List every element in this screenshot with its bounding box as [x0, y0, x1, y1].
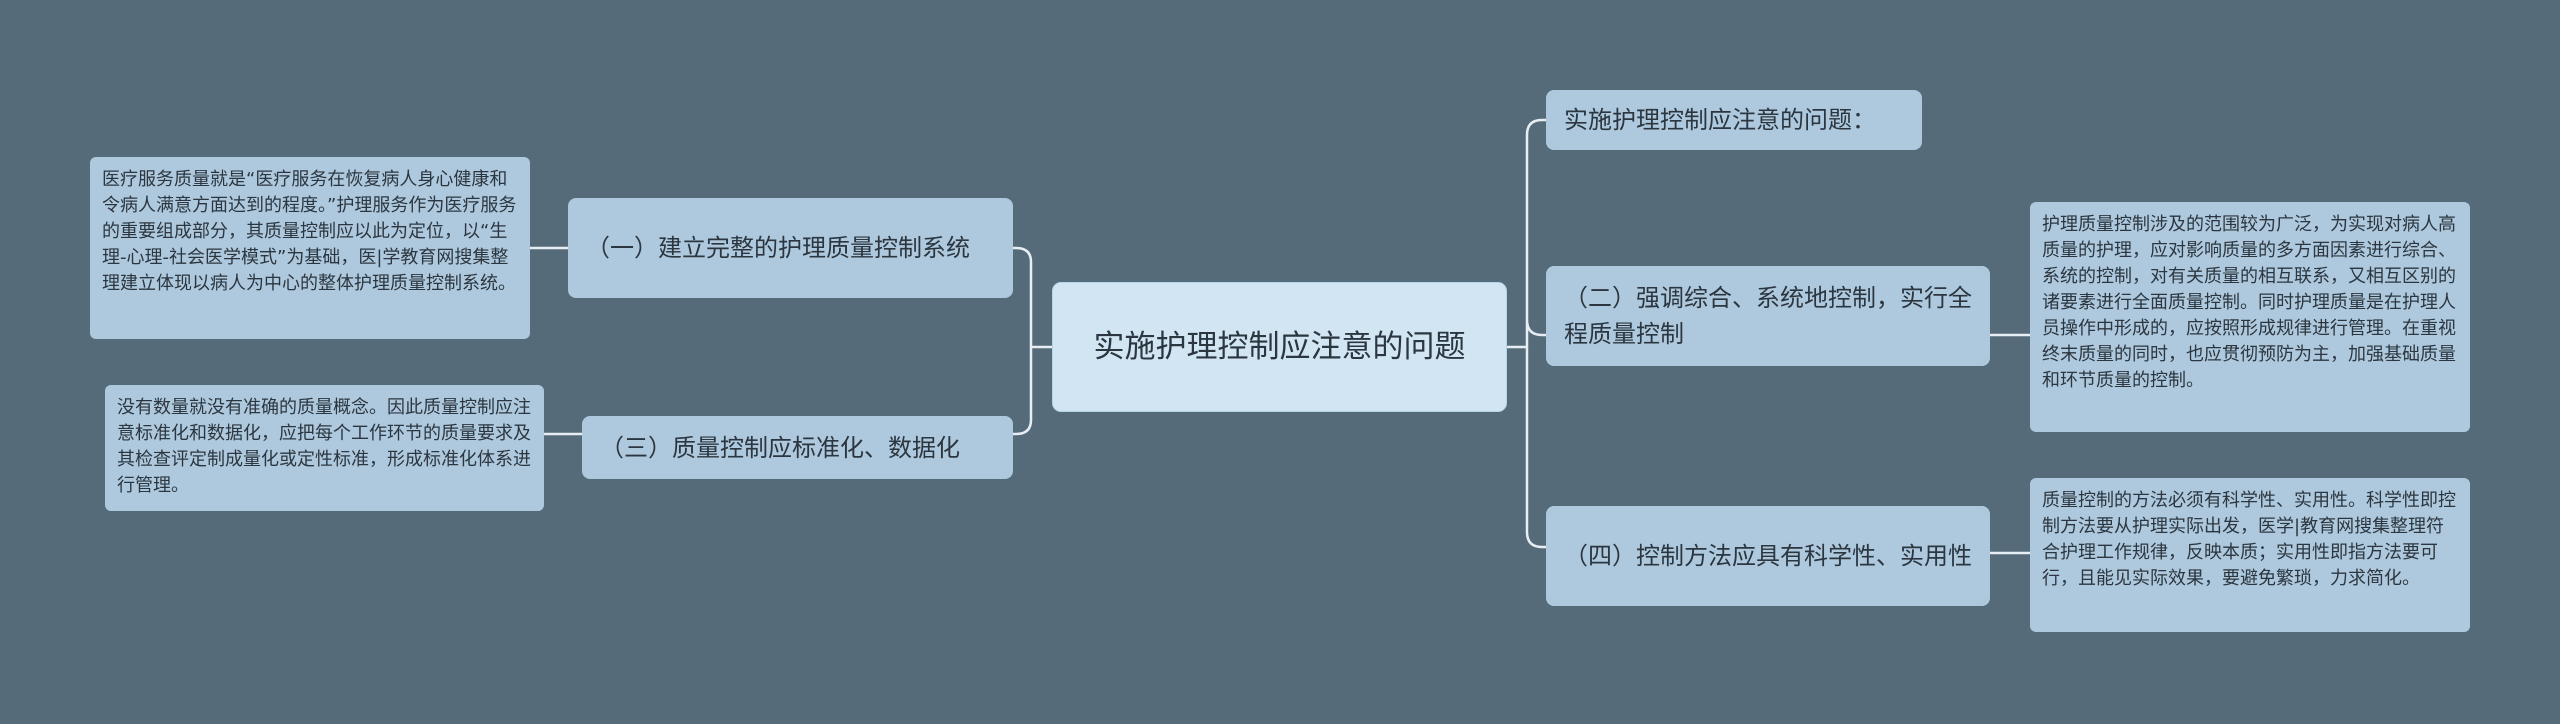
leaf-two-text: 护理质量控制涉及的范围较为广泛，为实现对病人高质量的护理，应对影响质量的多方面因… [2042, 214, 2456, 391]
branch-right-title-label: 实施护理控制应注意的问题： [1564, 106, 1876, 134]
branch-one[interactable]: （一）建立完整的护理质量控制系统 [568, 198, 1013, 298]
branch-right-title[interactable]: 实施护理控制应注意的问题： [1546, 90, 1922, 150]
branch-three[interactable]: （三）质量控制应标准化、数据化 [582, 416, 1013, 479]
leaf-one-text: 医疗服务质量就是“医疗服务在恢复病人身心健康和令病人满意方面达到的程度。”护理服… [102, 169, 517, 294]
branch-two-label: （二）强调综合、系统地控制，实行全程质量控制 [1564, 284, 1972, 348]
root-topic-label: 实施护理控制应注意的问题 [1093, 329, 1466, 365]
leaf-three-text: 没有数量就没有准确的质量概念。因此质量控制应注意标准化和数据化，应把每个工作环节… [117, 397, 531, 496]
branch-three-label: （三）质量控制应标准化、数据化 [600, 433, 960, 462]
root-topic[interactable]: 实施护理控制应注意的问题 [1052, 282, 1507, 412]
leaf-two[interactable]: 护理质量控制涉及的范围较为广泛，为实现对病人高质量的护理，应对影响质量的多方面因… [2030, 202, 2470, 432]
connector-right-trunk [1525, 118, 1548, 549]
leaf-four-text: 质量控制的方法必须有科学性、实用性。科学性即控制方法要从护理实际出发，医学|教育… [2042, 490, 2456, 589]
leaf-three[interactable]: 没有数量就没有准确的质量概念。因此质量控制应注意标准化和数据化，应把每个工作环节… [105, 385, 544, 511]
leaf-four[interactable]: 质量控制的方法必须有科学性、实用性。科学性即控制方法要从护理实际出发，医学|教育… [2030, 478, 2470, 632]
connector-left-trunk [1011, 246, 1033, 436]
leaf-one[interactable]: 医疗服务质量就是“医疗服务在恢复病人身心健康和令病人满意方面达到的程度。”护理服… [90, 157, 530, 339]
branch-two[interactable]: （二）强调综合、系统地控制，实行全程质量控制 [1546, 266, 1990, 366]
branch-one-label: （一）建立完整的护理质量控制系统 [586, 234, 970, 262]
branch-four[interactable]: （四）控制方法应具有科学性、实用性 [1546, 506, 1990, 606]
branch-four-label: （四）控制方法应具有科学性、实用性 [1564, 542, 1972, 570]
